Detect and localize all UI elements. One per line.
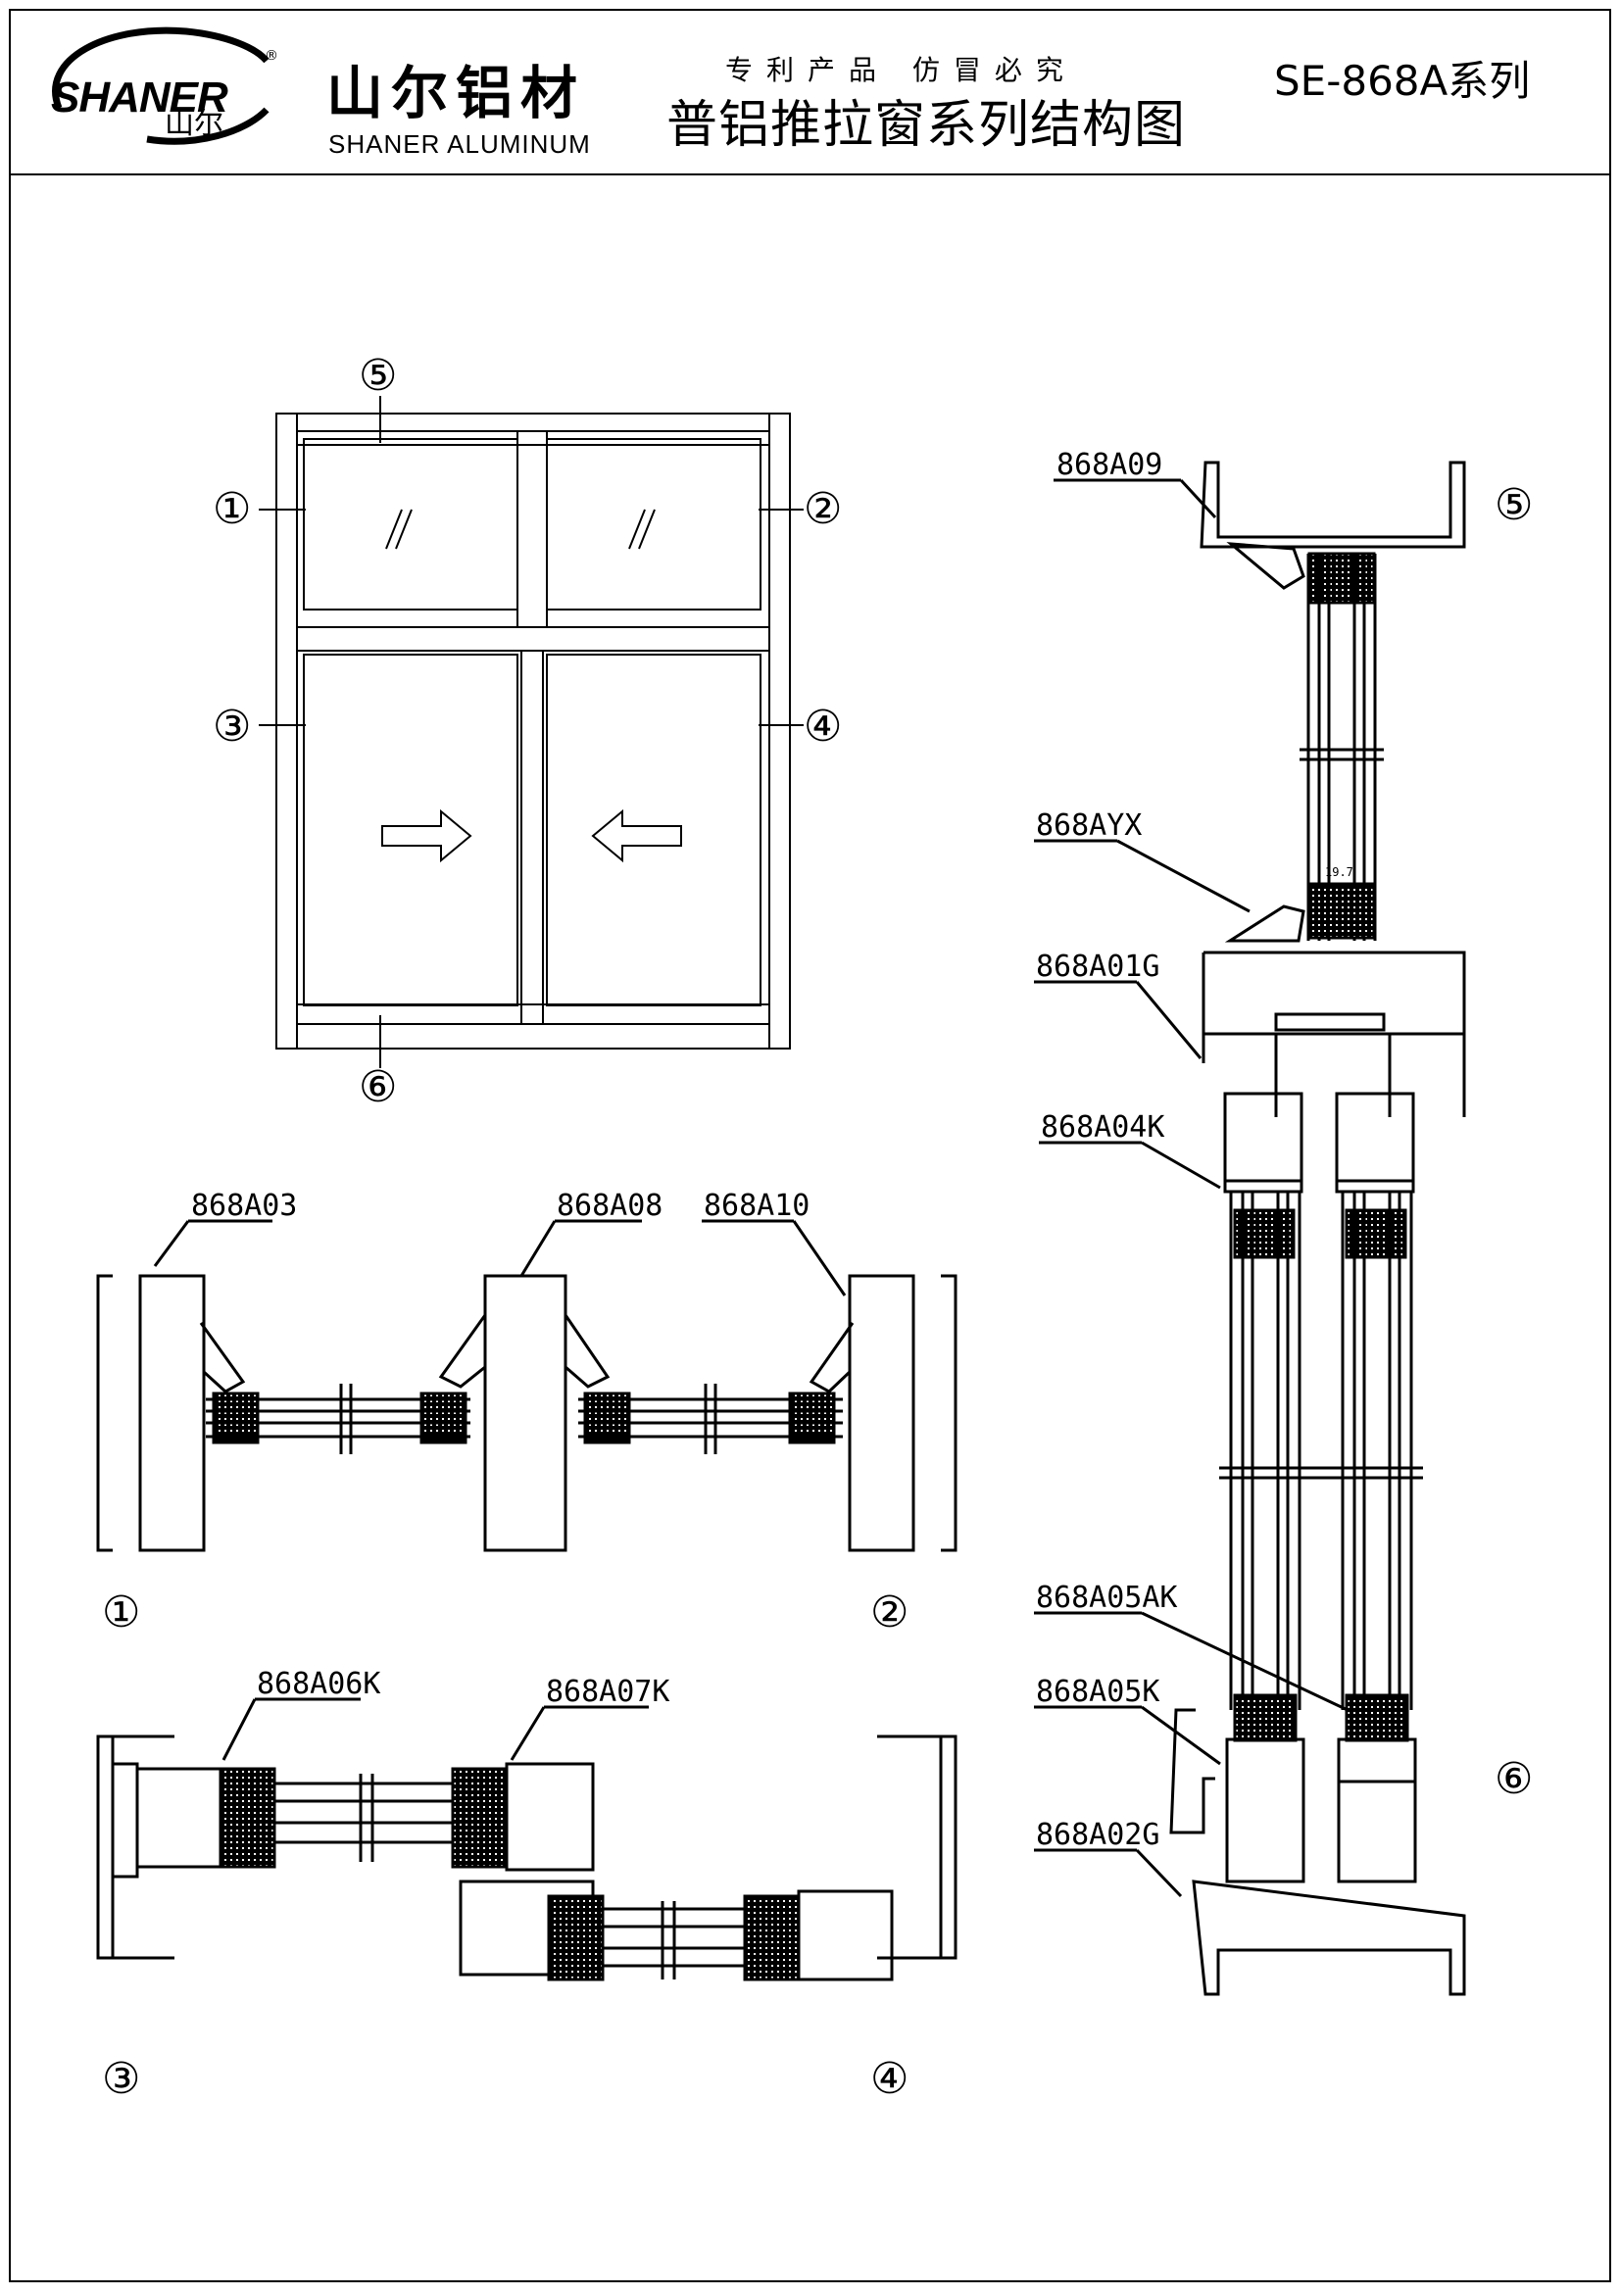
- part-868A04K: 868A04K: [1041, 1110, 1164, 1145]
- drawing-title: 普铝推拉窗系列结构图: [666, 96, 1187, 155]
- section-label-3: ③: [102, 2054, 140, 2104]
- marker-top: ⑤: [359, 351, 397, 401]
- section-label-4: ④: [870, 2054, 908, 2104]
- part-868A02G: 868A02G: [1036, 1818, 1159, 1852]
- part-868A09: 868A09: [1056, 448, 1162, 482]
- brand-name-cn: 山尔铝材: [326, 60, 586, 126]
- vertical-section: [1034, 461, 1466, 1996]
- horizontal-section-bottom: [96, 1697, 957, 1981]
- brand-name-en: SHANER ALUMINUM: [328, 129, 591, 159]
- logo-wordmark: SHANER: [51, 73, 228, 122]
- sheet-border: [9, 9, 1611, 2282]
- labels: ⑤ ① ② ③ ④ ⑥ ① ② ③ ④ ⑤ ⑥ 868A09 868AYX 86…: [102, 351, 1533, 2104]
- part-868A06K: 868A06K: [257, 1667, 380, 1701]
- part-868A01G: 868A01G: [1036, 950, 1159, 984]
- section-label-2: ②: [870, 1588, 908, 1637]
- marker-bottom: ⑥: [359, 1062, 397, 1112]
- marker-left-bottom: ③: [213, 702, 251, 752]
- part-868A05K: 868A05K: [1036, 1675, 1159, 1709]
- patent-notice: 专利产品 仿冒必究: [725, 54, 1077, 86]
- section-label-6: ⑥: [1495, 1754, 1533, 1804]
- part-868A03: 868A03: [191, 1189, 297, 1223]
- part-868A07K: 868A07K: [546, 1675, 669, 1709]
- part-868A05AK: 868A05AK: [1036, 1581, 1178, 1615]
- marker-right-top: ②: [804, 484, 842, 534]
- section-label-5: ⑤: [1495, 480, 1533, 530]
- logo-registered-mark: ®: [265, 48, 278, 64]
- marker-left-top: ①: [213, 484, 251, 534]
- part-868A10: 868A10: [704, 1189, 810, 1223]
- series-code: SE-868A系列: [1274, 57, 1531, 105]
- dimension-note: 19.7: [1325, 865, 1353, 879]
- horizontal-section-top: [96, 1219, 957, 1552]
- marker-right-bottom: ④: [804, 702, 842, 752]
- logo-cn-text: 山尔: [165, 107, 223, 141]
- part-868AYX: 868AYX: [1036, 808, 1142, 843]
- section-label-1: ①: [102, 1588, 140, 1637]
- window-elevation: [259, 396, 804, 1068]
- part-868A08: 868A08: [557, 1189, 663, 1223]
- logo-icon: [52, 26, 270, 145]
